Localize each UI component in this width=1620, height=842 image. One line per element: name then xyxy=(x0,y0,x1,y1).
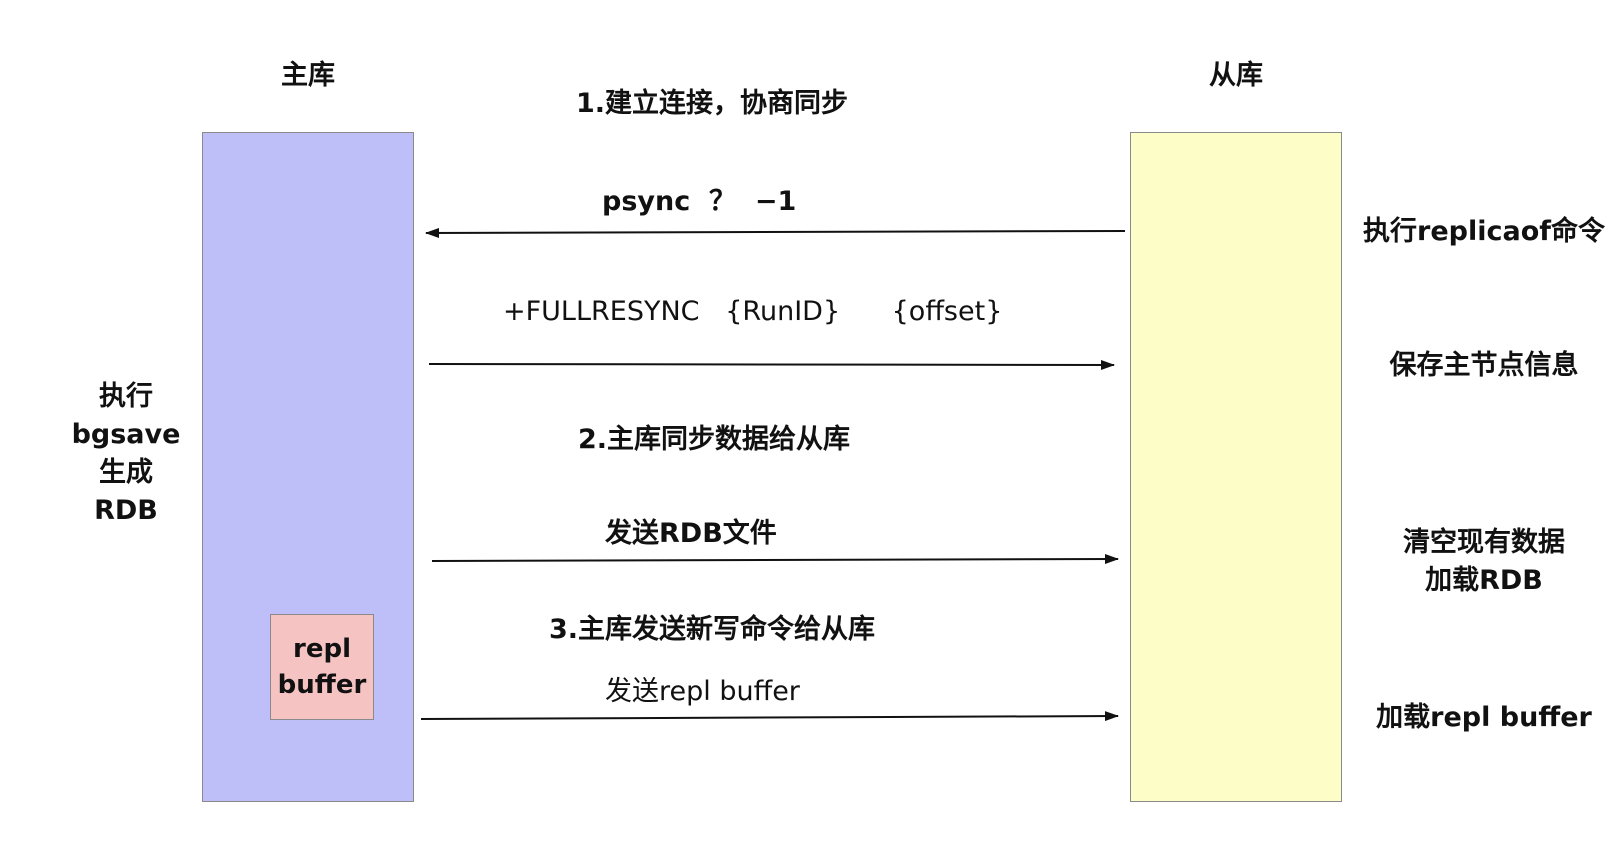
slave-replicaof-action: 执行replicaof命令 xyxy=(1363,216,1605,247)
phase-1-label: 1.建立连接，协商同步 xyxy=(575,88,849,119)
psync-arrow xyxy=(425,227,1126,238)
send-repl-arrow xyxy=(420,711,1119,722)
master-title: 主库 xyxy=(281,60,335,91)
send-rdb-arrow xyxy=(431,554,1119,565)
slave-clear-load-action: 清空现有数据 加载RDB xyxy=(1403,524,1565,600)
slave-column xyxy=(1130,132,1342,802)
fullresync-message: +FULLRESYNC {RunID} {offset} xyxy=(503,296,1003,327)
slave-load-repl-action: 加载repl buffer xyxy=(1376,702,1592,733)
master-action-line-1: 执行 xyxy=(98,381,153,412)
slave-load-rdb-line: 加载RDB xyxy=(1425,565,1543,596)
master-action-line-4: RDB xyxy=(94,495,158,526)
send-repl-message: 发送repl buffer xyxy=(605,676,800,707)
repl-buffer-line-2: buffer xyxy=(277,670,367,700)
slave-clear-line: 清空现有数据 xyxy=(1403,527,1565,558)
phase-2-label: 2.主库同步数据给从库 xyxy=(577,424,851,455)
phase-3-label: 3.主库发送新写命令给从库 xyxy=(548,614,876,645)
repl-buffer-line-1: repl xyxy=(293,634,351,664)
master-action-line-3: 生成 xyxy=(98,457,153,488)
repl-buffer-box: repl buffer xyxy=(270,614,374,720)
master-action-line-2: bgsave xyxy=(71,419,181,450)
send-rdb-message: 发送RDB文件 xyxy=(605,518,777,549)
psync-message: psync ？ −1 xyxy=(602,186,797,217)
slave-title: 从库 xyxy=(1209,60,1263,91)
master-bgsave-note: 执行 bgsave 生成 RDB xyxy=(72,378,181,530)
slave-save-info-action: 保存主节点信息 xyxy=(1389,350,1579,381)
fullresync-arrow xyxy=(428,359,1115,370)
